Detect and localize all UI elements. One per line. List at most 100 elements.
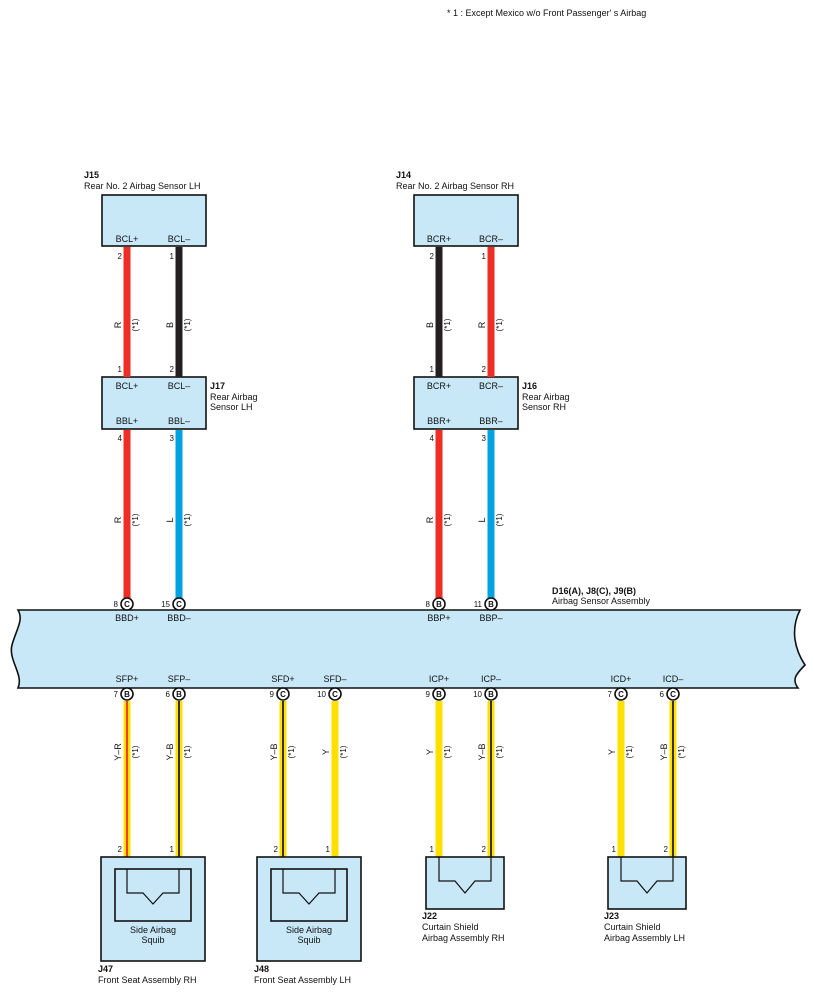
connector: [172, 687, 186, 701]
squib-element: [270, 868, 348, 922]
wire-color-label: Y: [425, 749, 435, 755]
relay-pin-label: BBL+: [116, 416, 138, 426]
pin-number: 2: [482, 365, 487, 374]
pin-number: 2: [170, 365, 175, 374]
relay-pin-label: BBR–: [479, 416, 503, 426]
ecu-signal-label: ICP+: [429, 674, 449, 684]
ecu-pin-number: 10: [317, 690, 326, 699]
sensor-pin-label: BCL+: [116, 234, 139, 244]
pin-number: 1: [612, 845, 617, 854]
connector: [120, 597, 134, 611]
wire-color-label: Y–B: [269, 743, 279, 760]
relay-name: Rear Airbag: [522, 392, 570, 402]
ecu-signal-label: ICP–: [481, 674, 501, 684]
ecu-pin-number: 7: [114, 690, 119, 699]
connector: [120, 687, 134, 701]
pin-number: 3: [482, 434, 487, 443]
footnote: * 1 : Except Mexico w/o Front Passenger'…: [447, 8, 647, 18]
ecu-signal-label: SFP–: [168, 674, 191, 684]
ecu-signal-label: SFD–: [323, 674, 346, 684]
wire-note: (*1): [339, 745, 348, 758]
curtain-name: Curtain Shield: [422, 922, 479, 932]
connector: [432, 687, 446, 701]
ecu-pin-number: 9: [270, 690, 275, 699]
pin-number: 2: [274, 845, 279, 854]
wire-color-label: Y: [321, 749, 331, 755]
sensor-id: J14: [396, 170, 411, 180]
curtain-symbol: [620, 857, 674, 894]
squib-name: Front Seat Assembly LH: [254, 975, 351, 985]
connector-letter: B: [488, 690, 494, 699]
wire-note: (*1): [183, 513, 192, 526]
wire-color-label: B: [425, 322, 435, 328]
ecu-signal-label: ICD–: [663, 674, 684, 684]
relay-name: Rear Airbag: [210, 392, 258, 402]
connector-letter: B: [176, 690, 182, 699]
pin-number: 1: [482, 252, 487, 261]
wire-note: (*1): [443, 318, 452, 331]
ecu-signal-label: BBP–: [479, 613, 502, 623]
curtain-shield-airbag-0: [425, 856, 505, 910]
connector: [614, 687, 628, 701]
squib-name: Front Seat Assembly RH: [98, 975, 197, 985]
wire-color-label: Y–B: [477, 743, 487, 760]
pin-number: 1: [170, 845, 175, 854]
ecu-pin-number: 11: [474, 600, 483, 609]
rear-sensor-1: [413, 194, 519, 247]
squib-symbol: [126, 869, 180, 905]
wire-note: (*1): [443, 513, 452, 526]
pin-number: 2: [430, 252, 435, 261]
sensor-id: J15: [84, 170, 99, 180]
wire-note: (*1): [625, 745, 634, 758]
ecu-pin-number: 8: [426, 600, 431, 609]
connector-letter: C: [618, 690, 624, 699]
curtain-id: J23: [604, 911, 619, 921]
curtain-symbol: [438, 857, 492, 894]
squib-id: J47: [98, 964, 113, 974]
squib-label: Squib: [297, 935, 320, 945]
wire-color-label: Y–R: [113, 743, 123, 761]
relay-pin-label: BBL–: [168, 416, 190, 426]
curtain-id: J22: [422, 911, 437, 921]
ecu-signal-label: SFD+: [271, 674, 294, 684]
ecu-signal-label: BBP+: [427, 613, 450, 623]
wire-note: (*1): [443, 745, 452, 758]
pin-number: 2: [664, 845, 669, 854]
connector-letter: C: [176, 600, 182, 609]
connector: [484, 597, 498, 611]
wire-color-label: R: [425, 516, 435, 523]
curtain-name: Airbag Assembly LH: [604, 933, 685, 943]
pin-number: 1: [430, 365, 435, 374]
connector: [328, 687, 342, 701]
wire-note: (*1): [495, 513, 504, 526]
pin-number: 1: [326, 845, 331, 854]
wire-color-label: Y: [607, 749, 617, 755]
relay-id: J16: [522, 381, 537, 391]
connector-letter: C: [332, 690, 338, 699]
connector: [172, 597, 186, 611]
squib-label: Squib: [141, 935, 164, 945]
wire-color-label: R: [113, 516, 123, 523]
ecu-pin-number: 7: [608, 690, 613, 699]
relay-pin-label: BCL+: [116, 381, 139, 391]
wire-color-label: B: [165, 322, 175, 328]
connector-letter: B: [436, 600, 442, 609]
squib-id: J48: [254, 964, 269, 974]
pin-number: 3: [170, 434, 175, 443]
relay-name: Sensor LH: [210, 402, 253, 412]
wire-color-label: Y–B: [659, 743, 669, 760]
wire-note: (*1): [131, 513, 140, 526]
curtain-name: Airbag Assembly RH: [422, 933, 505, 943]
sensor-pin-label: BCR–: [479, 234, 503, 244]
squib-label: Side Airbag: [286, 925, 332, 935]
connector-letter: C: [124, 600, 130, 609]
rear-airbag-sensor-1: [413, 376, 519, 430]
wire-color-label: Y–B: [165, 743, 175, 760]
squib-symbol: [282, 869, 336, 905]
rear-airbag-sensor-0: [101, 376, 207, 430]
ecu-id: D16(A), J8(C), J9(B): [552, 586, 636, 596]
wire-color-label: L: [165, 517, 175, 522]
pin-number: 1: [118, 365, 123, 374]
pin-number: 4: [430, 434, 435, 443]
sensor-name: Rear No. 2 Airbag Sensor LH: [84, 181, 201, 191]
